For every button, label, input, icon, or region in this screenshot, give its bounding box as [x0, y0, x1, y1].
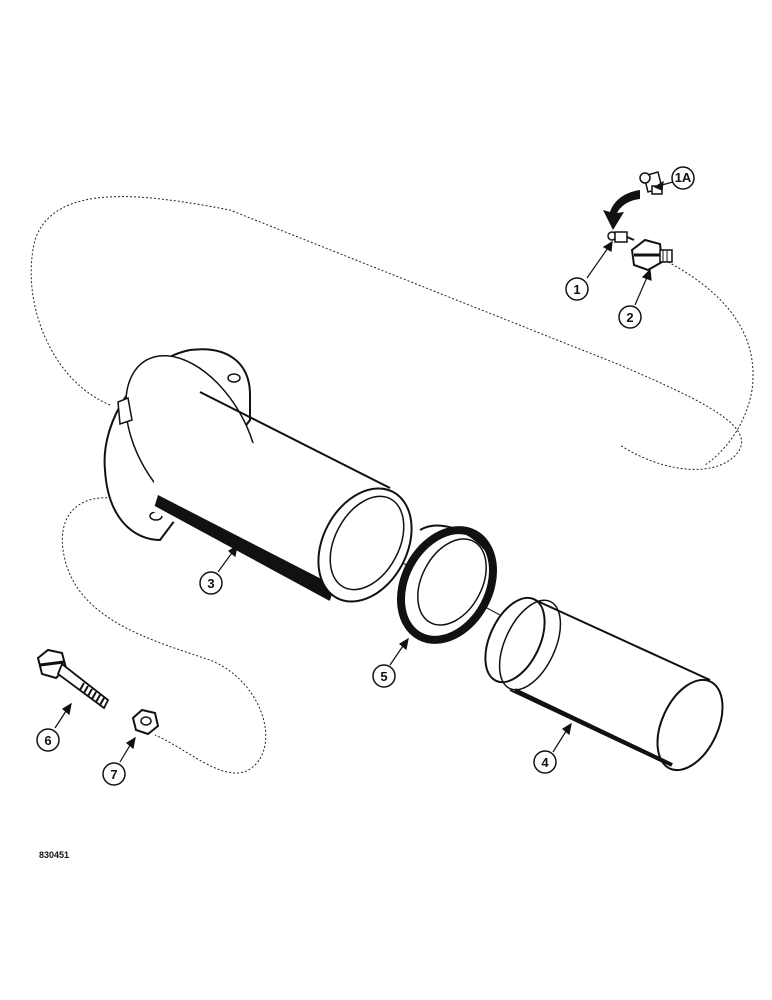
- callout-2: 2: [618, 305, 642, 329]
- callout-1: 1: [565, 277, 589, 301]
- bushing: [484, 596, 724, 772]
- guide-loop-lower: [61, 497, 267, 774]
- callout-1a-label: 1A: [675, 170, 692, 185]
- leader-arrows: [54, 180, 674, 763]
- callout-1-label: 1: [573, 282, 580, 297]
- guide-loop-upper: [30, 196, 743, 470]
- guide-line-adapter: [667, 261, 754, 466]
- callout-5: 5: [372, 664, 396, 688]
- callout-1a: 1A: [671, 166, 695, 190]
- callout-4: 4: [533, 750, 557, 774]
- callout-6-label: 6: [44, 733, 51, 748]
- straight-grease-fitting: [607, 231, 635, 243]
- callout-6: 6: [36, 728, 60, 752]
- callout-3: 3: [199, 571, 223, 595]
- callout-5-label: 5: [380, 669, 387, 684]
- seal-ring: [396, 524, 498, 644]
- callout-4-label: 4: [541, 755, 549, 770]
- replacement-arrow: [603, 190, 640, 230]
- lock-nut: [131, 708, 160, 736]
- flanged-housing: [103, 348, 413, 603]
- callout-2-label: 2: [626, 310, 633, 325]
- angled-grease-fitting: [639, 171, 663, 195]
- cap-screw: [36, 648, 110, 710]
- callout-3-label: 3: [207, 576, 214, 591]
- adapter: [630, 238, 673, 272]
- figure-id: 830451: [39, 850, 69, 860]
- callout-7: 7: [102, 762, 126, 786]
- callout-7-label: 7: [110, 767, 117, 782]
